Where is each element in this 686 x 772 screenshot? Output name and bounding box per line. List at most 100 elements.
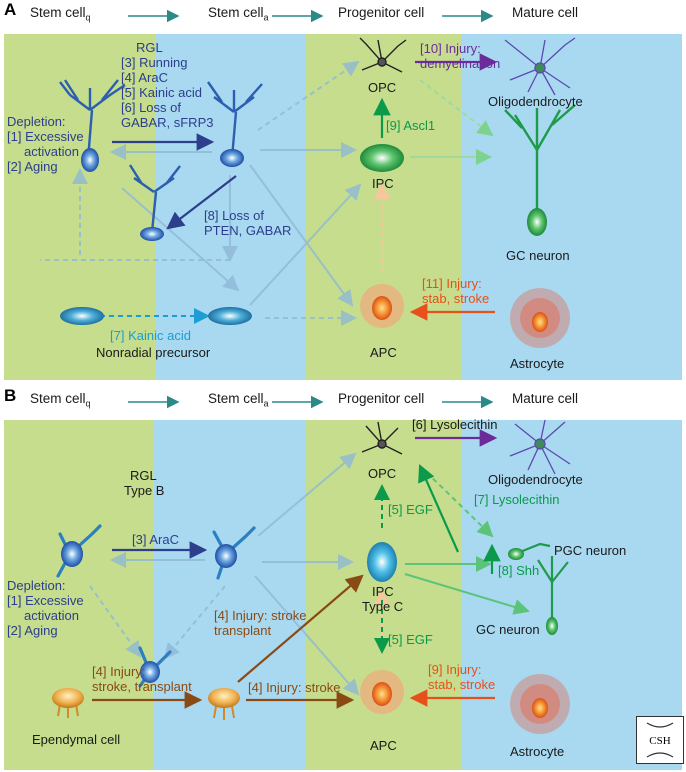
lysolecithin6-label: [6] Lysolecithin [412,417,498,432]
opc-label: OPC [368,80,397,95]
excessive-label: [1] Excessive [7,129,84,144]
bg-mature [462,420,682,770]
gabar-sfrp3-label: GABAR, sFRP3 [121,115,214,130]
aging-label: [2] Aging [7,623,58,638]
kainic-label: [5] Kainic acid [121,85,202,100]
ependymal-label: Ependymal cell [32,732,121,747]
faint-arrows [40,60,362,326]
panel-a: A Stem cellq Stem cella Progenitor cell … [4,0,682,380]
arac-label: [4] AraC [121,70,168,85]
ipc-type-c-cell [367,542,397,582]
gc-neuron-cell [537,556,569,635]
oligodendrocyte-label: Oligodendrocyte [488,472,583,487]
faint-green-arrows [410,79,494,165]
stage-progenitor-cell: Progenitor cell [338,5,425,20]
apc-label: APC [370,738,397,753]
green-fate-arrows [404,465,530,615]
injury-demy-label-1: [10] Injury: [420,41,481,56]
apc-cell [360,284,404,328]
rgl-label: RGL [130,468,157,483]
bg-quiescent [4,420,154,770]
opc-cell [361,421,403,455]
injury-demy-label-2: demyelination [420,56,501,71]
panel-b-label: B [4,386,17,405]
loss-label: [6] Loss of [121,100,181,115]
bg-mature [462,34,682,380]
stage-mature-cell: Mature cell [512,391,579,406]
opc-label: OPC [368,466,397,481]
dna-icon [646,722,674,758]
nonradial-label: Nonradial precursor [96,345,211,360]
gc-neuron-label: GC neuron [476,622,540,637]
activation-label: activation [24,608,79,623]
lysolecithin7-label: [7] Lysolecithin [474,492,560,507]
ependymal-injury-label-1: [4] Injury: [92,664,146,679]
ependymal-injury-label-2: stroke, transplant [92,679,192,694]
ipc-cell [360,144,404,172]
stage-stem-cell-q: Stem cellq [30,5,91,23]
oligodendrocyte-cell [504,37,576,96]
depletion-label: Depletion: [7,578,66,593]
running-label: [3] Running [121,55,188,70]
injury-stab-label-1: [11] Injury: [422,276,482,291]
rgl-lower-cell [128,164,181,241]
lysolecithin7-arrow [418,463,460,553]
shh-label: [8] Shh [498,563,540,578]
astrocyte-label: Astrocyte [510,744,565,759]
rgl-label: RGL [136,40,163,55]
stab-label-2: stab, stroke [428,677,496,692]
ipc-label: IPC [372,584,394,599]
astrocyte-label: Astrocyte [510,356,565,371]
rgl-quiescent-cell [59,79,126,172]
panel-a-canvas [4,9,682,380]
kainic7-label: [7] Kainic acid [110,328,191,343]
ependymal-cell-active [208,688,240,720]
panel-b-canvas [4,395,682,770]
aging-label: [2] Aging [7,159,58,174]
stage-progenitor-cell: Progenitor cell [338,391,425,406]
excessive-label: [1] Excessive [7,593,84,608]
injury-to-ipc-arrow [237,574,364,683]
ipc-label: IPC [372,176,394,191]
faint-arrows [89,452,360,696]
gc-neuron-cell [504,104,576,236]
bg-active [154,420,306,770]
nonradial-cell [60,307,104,325]
ependymal-cell [52,688,84,718]
logo-text: CSH [649,735,671,747]
rgl-active-cell [207,81,263,167]
stroke-transplant-label-1: [4] Injury: stroke [214,608,307,623]
egf-down-label: [5] EGF [388,632,433,647]
oligodendrocyte-label: Oligodendrocyte [488,94,583,109]
opc-cell [359,37,407,73]
injury-stroke-label: [4] Injury: stroke [248,680,341,695]
panel-a-label: A [4,0,17,19]
type-b-lower-cell [138,646,172,688]
injury-stab-label-2: stab, stroke [422,291,490,306]
stroke-transplant-label-2: transplant [214,623,272,638]
type-c-label: Type C [362,599,404,614]
astrocyte-cell [510,674,570,734]
type-b-label: Type B [124,483,165,498]
stage-stem-cell-a: Stem cella [208,391,269,409]
pgc-neuron-label: PGC neuron [554,543,627,558]
activation-label: activation [24,144,79,159]
type-b-active-cell [212,526,256,580]
gc-neuron-label: GC neuron [506,248,570,263]
depletion-label: Depletion: [7,114,66,129]
loss-pten-arrow [166,175,237,230]
stab-label-1: [9] Injury: [428,662,482,677]
astrocyte-cell [510,288,570,348]
csh-perspectives-logo: CSH [636,716,684,764]
pten-label-2: PTEN, GABAR [204,223,292,238]
egf-up-label: [5] EGF [388,502,433,517]
pgc-neuron-cell [508,542,551,560]
stage-mature-cell: Mature cell [512,5,579,20]
ascl1-label: [9] Ascl1 [386,118,436,133]
arac-label: [3] AraC [132,532,179,547]
stage-stem-cell-a: Stem cella [208,5,269,23]
apc-label: APC [370,345,397,360]
pten-label-1: [8] Loss of [204,208,264,223]
stage-stem-cell-q: Stem cellq [30,391,91,409]
type-b-quiescent-cell [56,524,102,578]
